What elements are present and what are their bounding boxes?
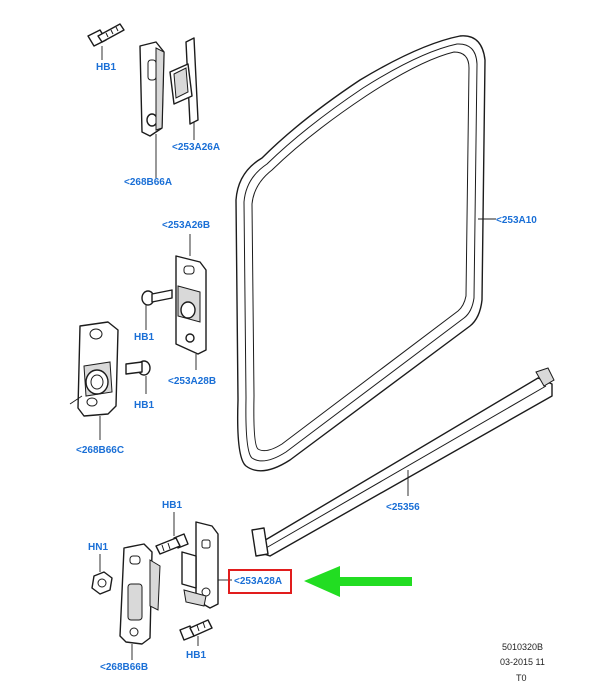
highlight-box bbox=[228, 569, 292, 594]
label-268B66C: <268B66C bbox=[76, 445, 124, 456]
door-seal-253A10 bbox=[235, 35, 486, 472]
label-hn1: HN1 bbox=[88, 542, 108, 553]
bolt-hb1-top bbox=[87, 23, 125, 47]
label-253A28A: <253A28A bbox=[234, 576, 282, 587]
sill-strip-25356 bbox=[251, 367, 555, 557]
plate-253A26B bbox=[175, 255, 207, 355]
highlight-arrow-icon bbox=[304, 566, 412, 597]
plate-268B66B bbox=[119, 543, 161, 645]
bolt-hb1-low-b bbox=[179, 619, 213, 641]
middle-fastener-group bbox=[69, 234, 207, 440]
footer-date-code: 03-2015 11 bbox=[500, 657, 545, 667]
label-hb1-mid-b: HB1 bbox=[134, 400, 154, 411]
label-268B66B: <268B66B bbox=[100, 662, 148, 673]
label-253A10: <253A10 bbox=[496, 215, 537, 226]
label-253A28B: <253A28B bbox=[168, 376, 216, 387]
top-fastener-group bbox=[87, 23, 199, 178]
bolt-hb1-mid-a bbox=[141, 289, 173, 306]
plate-268B66A bbox=[139, 41, 165, 137]
label-268B66A: <268B66A bbox=[124, 177, 172, 188]
label-hb1-low-a: HB1 bbox=[162, 500, 182, 511]
label-25356: <25356 bbox=[386, 502, 420, 513]
plate-268B66C bbox=[69, 321, 119, 417]
footer-extra: T0 bbox=[516, 673, 527, 683]
footer-ref-code: 5010320B bbox=[502, 642, 543, 652]
label-hb1-mid-a: HB1 bbox=[134, 332, 154, 343]
nut-hn1 bbox=[91, 571, 113, 595]
bracket-253A28A bbox=[181, 521, 219, 609]
bolt-hb1-low-a bbox=[155, 533, 189, 555]
label-hb1-top: HB1 bbox=[96, 62, 116, 73]
lower-fastener-group bbox=[91, 512, 232, 660]
bolt-hb1-mid-b bbox=[125, 360, 151, 376]
label-253A26B: <253A26B bbox=[162, 220, 210, 231]
label-253A26A: <253A26A bbox=[172, 142, 220, 153]
bracket-253A26A bbox=[169, 37, 199, 125]
label-hb1-low-b: HB1 bbox=[186, 650, 206, 661]
